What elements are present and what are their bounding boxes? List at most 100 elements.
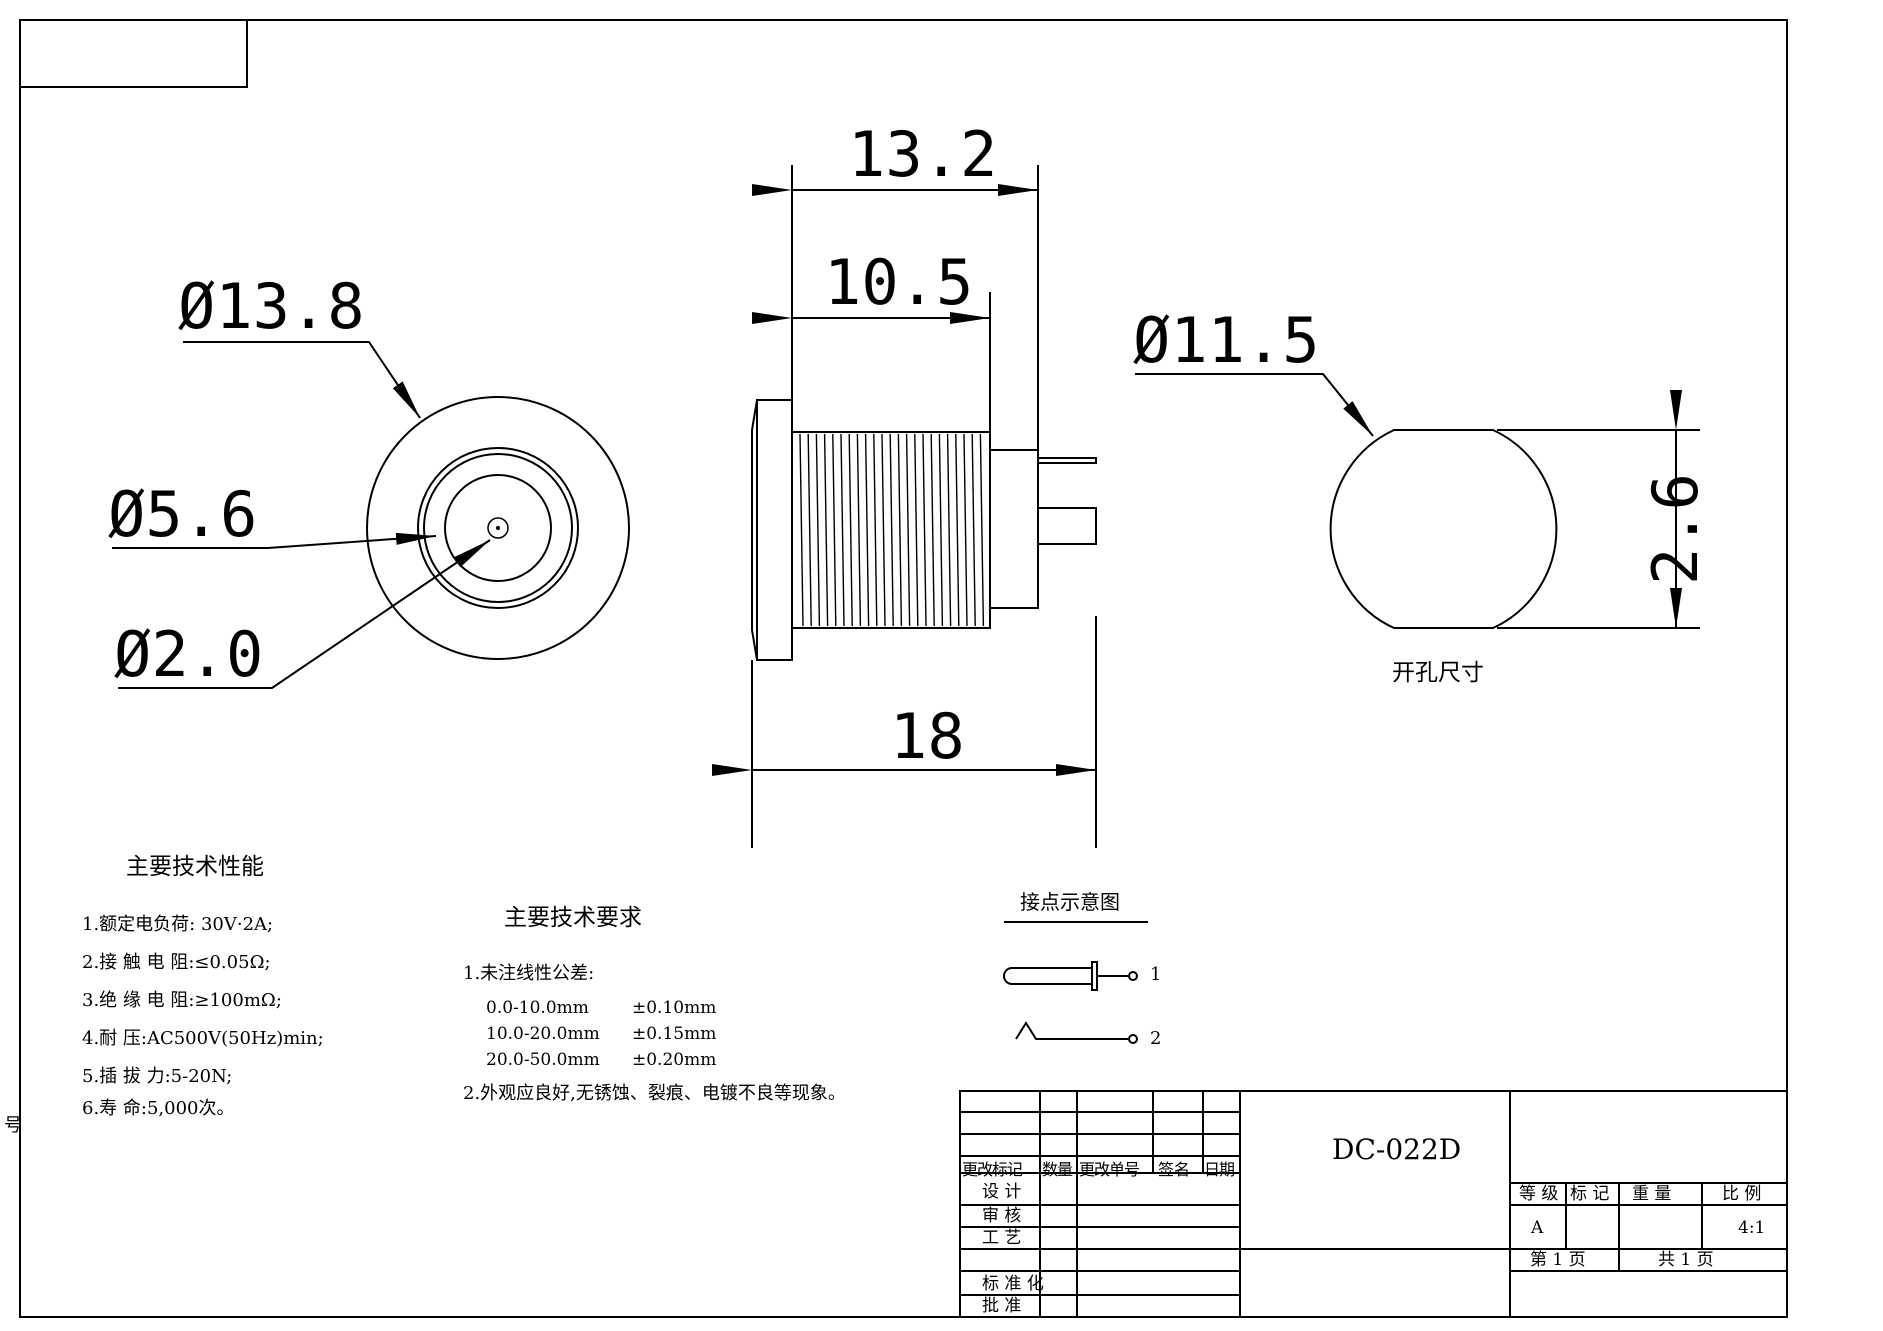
thread-line — [799, 433, 804, 627]
label-grade: 等 级 — [1519, 1184, 1559, 1204]
title-block — [959, 1090, 1788, 1318]
tolerance-range: 20.0-50.0mm — [486, 1050, 600, 1070]
requirements-item-2: 2.外观应良好,无锈蚀、裂痕、电镀不良等现象。 — [463, 1083, 846, 1104]
thread-line — [848, 433, 853, 627]
rev-header-mark: 更改标记 — [962, 1160, 1023, 1179]
dim-hole-flat: 2.6 — [1638, 473, 1712, 585]
dim-pin-dia: Ø2.0 — [114, 618, 264, 691]
thread-line — [971, 433, 976, 627]
thread-line — [807, 433, 812, 627]
thread-line — [897, 433, 903, 627]
label-scale: 比 例 — [1722, 1184, 1762, 1204]
thread-line — [963, 433, 968, 627]
corner-box — [19, 19, 248, 88]
thread-line — [823, 433, 829, 627]
thread-line — [832, 433, 837, 627]
thread-line — [840, 433, 845, 627]
dim-inner-dia: Ø5.6 — [108, 478, 258, 551]
dim-outer-dia: Ø13.8 — [178, 270, 365, 343]
side-mark: 号 — [4, 1115, 22, 1136]
thread-line — [946, 433, 952, 627]
rev-header-sign: 签名 — [1158, 1160, 1191, 1179]
label-design: 设 计 — [982, 1182, 1022, 1202]
performance-item: 1.额定电负荷: 30V·2A; — [82, 914, 274, 935]
performance-title: 主要技术性能 — [126, 854, 264, 880]
leader-outer-dia — [183, 341, 421, 419]
cutout-outline — [1329, 429, 1558, 629]
socket-outer-circle — [417, 447, 579, 609]
value-grade: A — [1531, 1218, 1544, 1238]
terminal-pin-upper — [1037, 457, 1097, 464]
tolerance-range: 0.0-10.0mm — [486, 998, 589, 1018]
drawing-border — [19, 19, 1788, 1318]
label-mark: 标 记 — [1570, 1184, 1610, 1204]
contact-1-terminal — [1128, 971, 1138, 981]
socket-ring-circle — [423, 453, 573, 603]
performance-item: 2.接 触 电 阻:≤0.05Ω; — [82, 952, 271, 973]
center-pin-circle — [487, 517, 509, 539]
label-page: 第 1 页 — [1530, 1250, 1586, 1270]
thread-line — [938, 433, 944, 627]
flange-chamfer — [751, 399, 758, 431]
thread-line — [864, 433, 870, 627]
thread-line — [889, 433, 894, 627]
dim-hole-dia: Ø11.5 — [1133, 304, 1320, 377]
thread-line — [815, 433, 821, 627]
rev-header-change: 更改单号 — [1079, 1160, 1140, 1179]
outer-flange-circle — [366, 396, 630, 660]
flange-outline — [756, 399, 793, 661]
thread-line — [881, 433, 886, 627]
thread-line — [922, 433, 927, 627]
requirements-item-1: 1.未注线性公差: — [463, 963, 595, 984]
dim-overall-length: 13.2 — [848, 118, 998, 191]
performance-item: 4.耐 压:AC500V(50Hz)min; — [82, 1028, 324, 1049]
value-scale: 4:1 — [1738, 1218, 1766, 1238]
side-view — [712, 165, 1097, 848]
contact-1-collar — [1091, 961, 1098, 991]
performance-item: 5.插 拔 力:5-20N; — [82, 1066, 233, 1087]
tolerance-value: ±0.15mm — [632, 1024, 717, 1044]
contact-schematic-title: 接点示意图 — [1020, 890, 1120, 914]
thread-line — [979, 433, 985, 627]
front-view — [112, 341, 630, 689]
cutout-view — [1135, 373, 1700, 629]
dim-panel-length: 18 — [890, 700, 965, 773]
flange-chamfer — [751, 629, 758, 661]
tolerance-value: ±0.20mm — [632, 1050, 717, 1070]
contact-schematic — [1003, 921, 1148, 1044]
performance-item: 6.寿 命:5,000次。 — [82, 1098, 235, 1119]
requirements-title: 主要技术要求 — [504, 905, 642, 931]
thread-line — [873, 433, 878, 627]
contact-2-terminal — [1128, 1034, 1138, 1044]
contact-1-pin — [1003, 967, 1092, 985]
thread-line — [955, 433, 960, 627]
thread-lines — [799, 433, 985, 627]
thread-line — [856, 433, 862, 627]
center-dot — [496, 526, 500, 530]
contact-2-spring — [1015, 1021, 1128, 1040]
leader-hole-dia — [1135, 373, 1374, 437]
label-standard: 标 准 化 — [982, 1274, 1044, 1294]
part-number: DC-022D — [1332, 1133, 1462, 1166]
leader-pin-dia — [118, 539, 491, 689]
terminal-pin-lower — [1037, 507, 1097, 545]
dim-thread-length: 10.5 — [824, 246, 974, 319]
socket-inner-circle — [444, 474, 552, 582]
performance-item: 3.绝 缘 电 阻:≥100mΩ; — [82, 990, 282, 1011]
contact-1-label: 1 — [1150, 964, 1162, 985]
label-weight: 重 量 — [1632, 1184, 1672, 1204]
tolerance-range: 10.0-20.0mm — [486, 1024, 600, 1044]
tolerance-value: ±0.10mm — [632, 998, 717, 1018]
hole-caption: 开孔尺寸 — [1392, 660, 1484, 686]
thread-line — [914, 433, 919, 627]
label-total: 共 1 页 — [1658, 1250, 1714, 1270]
thread-line — [930, 433, 935, 627]
thread-line — [905, 433, 911, 627]
contact-2-label: 2 — [1150, 1028, 1162, 1049]
leader-inner-dia — [112, 532, 437, 549]
label-process: 工 艺 — [982, 1228, 1022, 1248]
rear-base — [989, 449, 1039, 609]
rev-header-date: 日期 — [1204, 1160, 1235, 1179]
rev-header-qty: 数量 — [1042, 1160, 1073, 1179]
